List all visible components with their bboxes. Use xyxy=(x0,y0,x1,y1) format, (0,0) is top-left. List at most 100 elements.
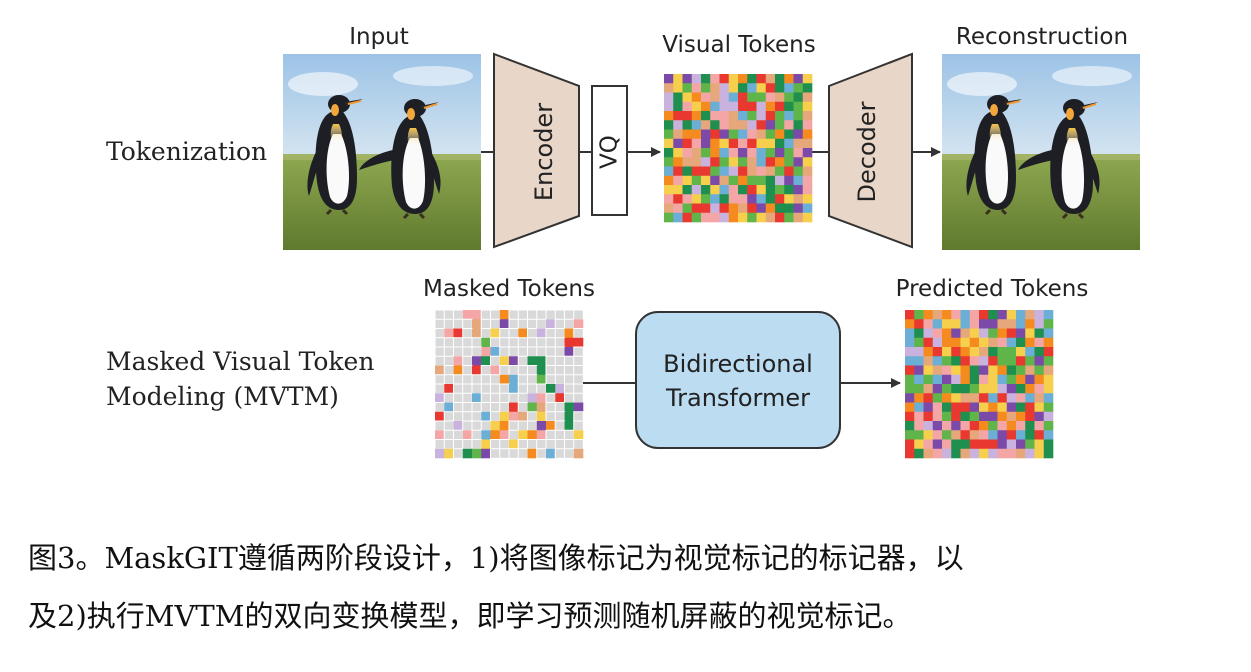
masked-token-cell xyxy=(554,346,566,358)
masked-token-cell xyxy=(472,328,482,339)
predicted-token-cell xyxy=(997,328,1008,339)
predicted-token-cell xyxy=(969,439,980,450)
visual-token-cell xyxy=(784,120,794,130)
visual-token-cell xyxy=(747,111,757,121)
visual-token-cell xyxy=(691,212,702,223)
masked-token-cell xyxy=(527,318,538,330)
visual-token-cell xyxy=(710,148,720,158)
predicted-token-cell xyxy=(1016,439,1026,450)
masked-token-cell xyxy=(434,337,446,348)
masked-token-cell xyxy=(480,328,492,339)
masked-token-cell xyxy=(564,448,575,459)
visual-token-cell xyxy=(793,175,804,186)
masked-token-cell xyxy=(481,439,491,450)
predicted-token-cell xyxy=(1043,337,1054,348)
masked-token-cell xyxy=(453,411,464,422)
predicted-token-cell xyxy=(988,411,998,422)
visual-token-cell xyxy=(691,92,702,103)
visual-token-cell xyxy=(701,83,711,93)
predicted-token-cell xyxy=(969,365,980,376)
predicted-token-cell xyxy=(905,365,915,376)
masked-token-cell xyxy=(499,310,510,320)
predicted-tokens-grid xyxy=(905,310,1054,459)
masked-token-cell xyxy=(490,318,501,330)
masked-token-cell xyxy=(546,384,556,394)
predicted-token-cell xyxy=(905,430,915,440)
predicted-token-cell xyxy=(997,374,1008,385)
visual-token-cell xyxy=(784,166,794,177)
visual-token-cell xyxy=(765,212,776,223)
masked-token-cell xyxy=(536,309,547,321)
visual-token-cell xyxy=(784,203,794,214)
maskgit-diagram: Tokenization Masked Visual Token Modelin… xyxy=(106,24,1140,459)
masked-token-cell xyxy=(527,393,538,403)
visual-token-cell xyxy=(728,74,739,84)
visual-token-cell xyxy=(738,166,748,177)
predicted-token-cell xyxy=(914,310,924,320)
visual-token-cell xyxy=(765,175,776,186)
predicted-token-cell xyxy=(1025,319,1035,329)
visual-token-cell xyxy=(710,74,720,84)
visual-token-cell xyxy=(701,92,711,103)
masked-token-cell xyxy=(444,328,454,339)
predicted-token-cell xyxy=(1025,439,1035,450)
visual-token-cell xyxy=(701,157,711,167)
predicted-token-cell xyxy=(942,430,952,440)
masked-token-cell xyxy=(481,411,491,422)
predicted-token-cell xyxy=(1034,356,1045,366)
visual-token-cell xyxy=(747,166,757,177)
visual-token-cell xyxy=(765,101,776,112)
predicted-token-cell xyxy=(905,439,915,450)
visual-token-cell xyxy=(728,157,739,167)
visual-token-cell xyxy=(701,185,711,195)
encoder-label: Encoder xyxy=(530,103,558,201)
visual-token-cell xyxy=(710,83,720,93)
masked-token-cell xyxy=(573,402,584,413)
predicted-token-cell xyxy=(932,374,943,385)
predicted-token-cell xyxy=(914,393,924,403)
visual-token-cell xyxy=(682,138,693,149)
visual-token-cell xyxy=(775,111,785,121)
caption-line-2: 及2)执行MVTM的双向变换模型，即学习预测随机屏蔽的视觉标记。 xyxy=(28,599,912,633)
masked-token-cell xyxy=(573,383,584,395)
masked-token-cell xyxy=(508,318,520,330)
predicted-token-cell xyxy=(914,347,924,357)
visual-token-cell xyxy=(728,129,739,140)
masked-token-cell xyxy=(490,439,501,450)
predicted-token-cell xyxy=(932,319,943,329)
predicted-token-cell xyxy=(905,393,915,403)
predicted-token-cell xyxy=(979,411,989,422)
visual-token-cell xyxy=(802,92,813,103)
predicted-token-cell xyxy=(1006,356,1017,366)
predicted-token-cell xyxy=(988,310,998,320)
masked-token-cell xyxy=(527,309,538,321)
visual-token-cell xyxy=(719,129,730,140)
transformer-label-line1: Bidirectional xyxy=(663,350,813,378)
masked-token-cell xyxy=(481,356,491,366)
visual-token-cell xyxy=(765,194,776,204)
visual-token-cell xyxy=(775,148,785,158)
masked-token-cell xyxy=(517,439,529,450)
masked-token-cell xyxy=(462,337,473,348)
masked-token-cell xyxy=(573,411,584,422)
masked-token-cell xyxy=(573,439,584,450)
visual-token-cell xyxy=(802,175,813,186)
visual-token-cell xyxy=(710,157,720,167)
predicted-token-cell xyxy=(923,421,934,431)
visual-token-cell xyxy=(784,138,794,149)
predicted-token-cell xyxy=(997,430,1008,440)
masked-token-cell xyxy=(499,430,510,440)
predicted-token-cell xyxy=(960,384,971,394)
masked-token-cell xyxy=(434,439,446,450)
masked-token-cell xyxy=(499,421,510,431)
visual-token-cell xyxy=(710,129,720,140)
masked-token-cell xyxy=(564,365,575,376)
visual-token-cell xyxy=(719,212,730,223)
visual-token-cell xyxy=(765,92,776,103)
masked-token-cell xyxy=(453,392,464,404)
visual-token-cell xyxy=(784,148,794,158)
visual-token-cell xyxy=(775,203,785,214)
visual-token-cell xyxy=(756,129,767,140)
predicted-token-cell xyxy=(1034,337,1045,348)
visual-token-cell xyxy=(765,166,776,177)
